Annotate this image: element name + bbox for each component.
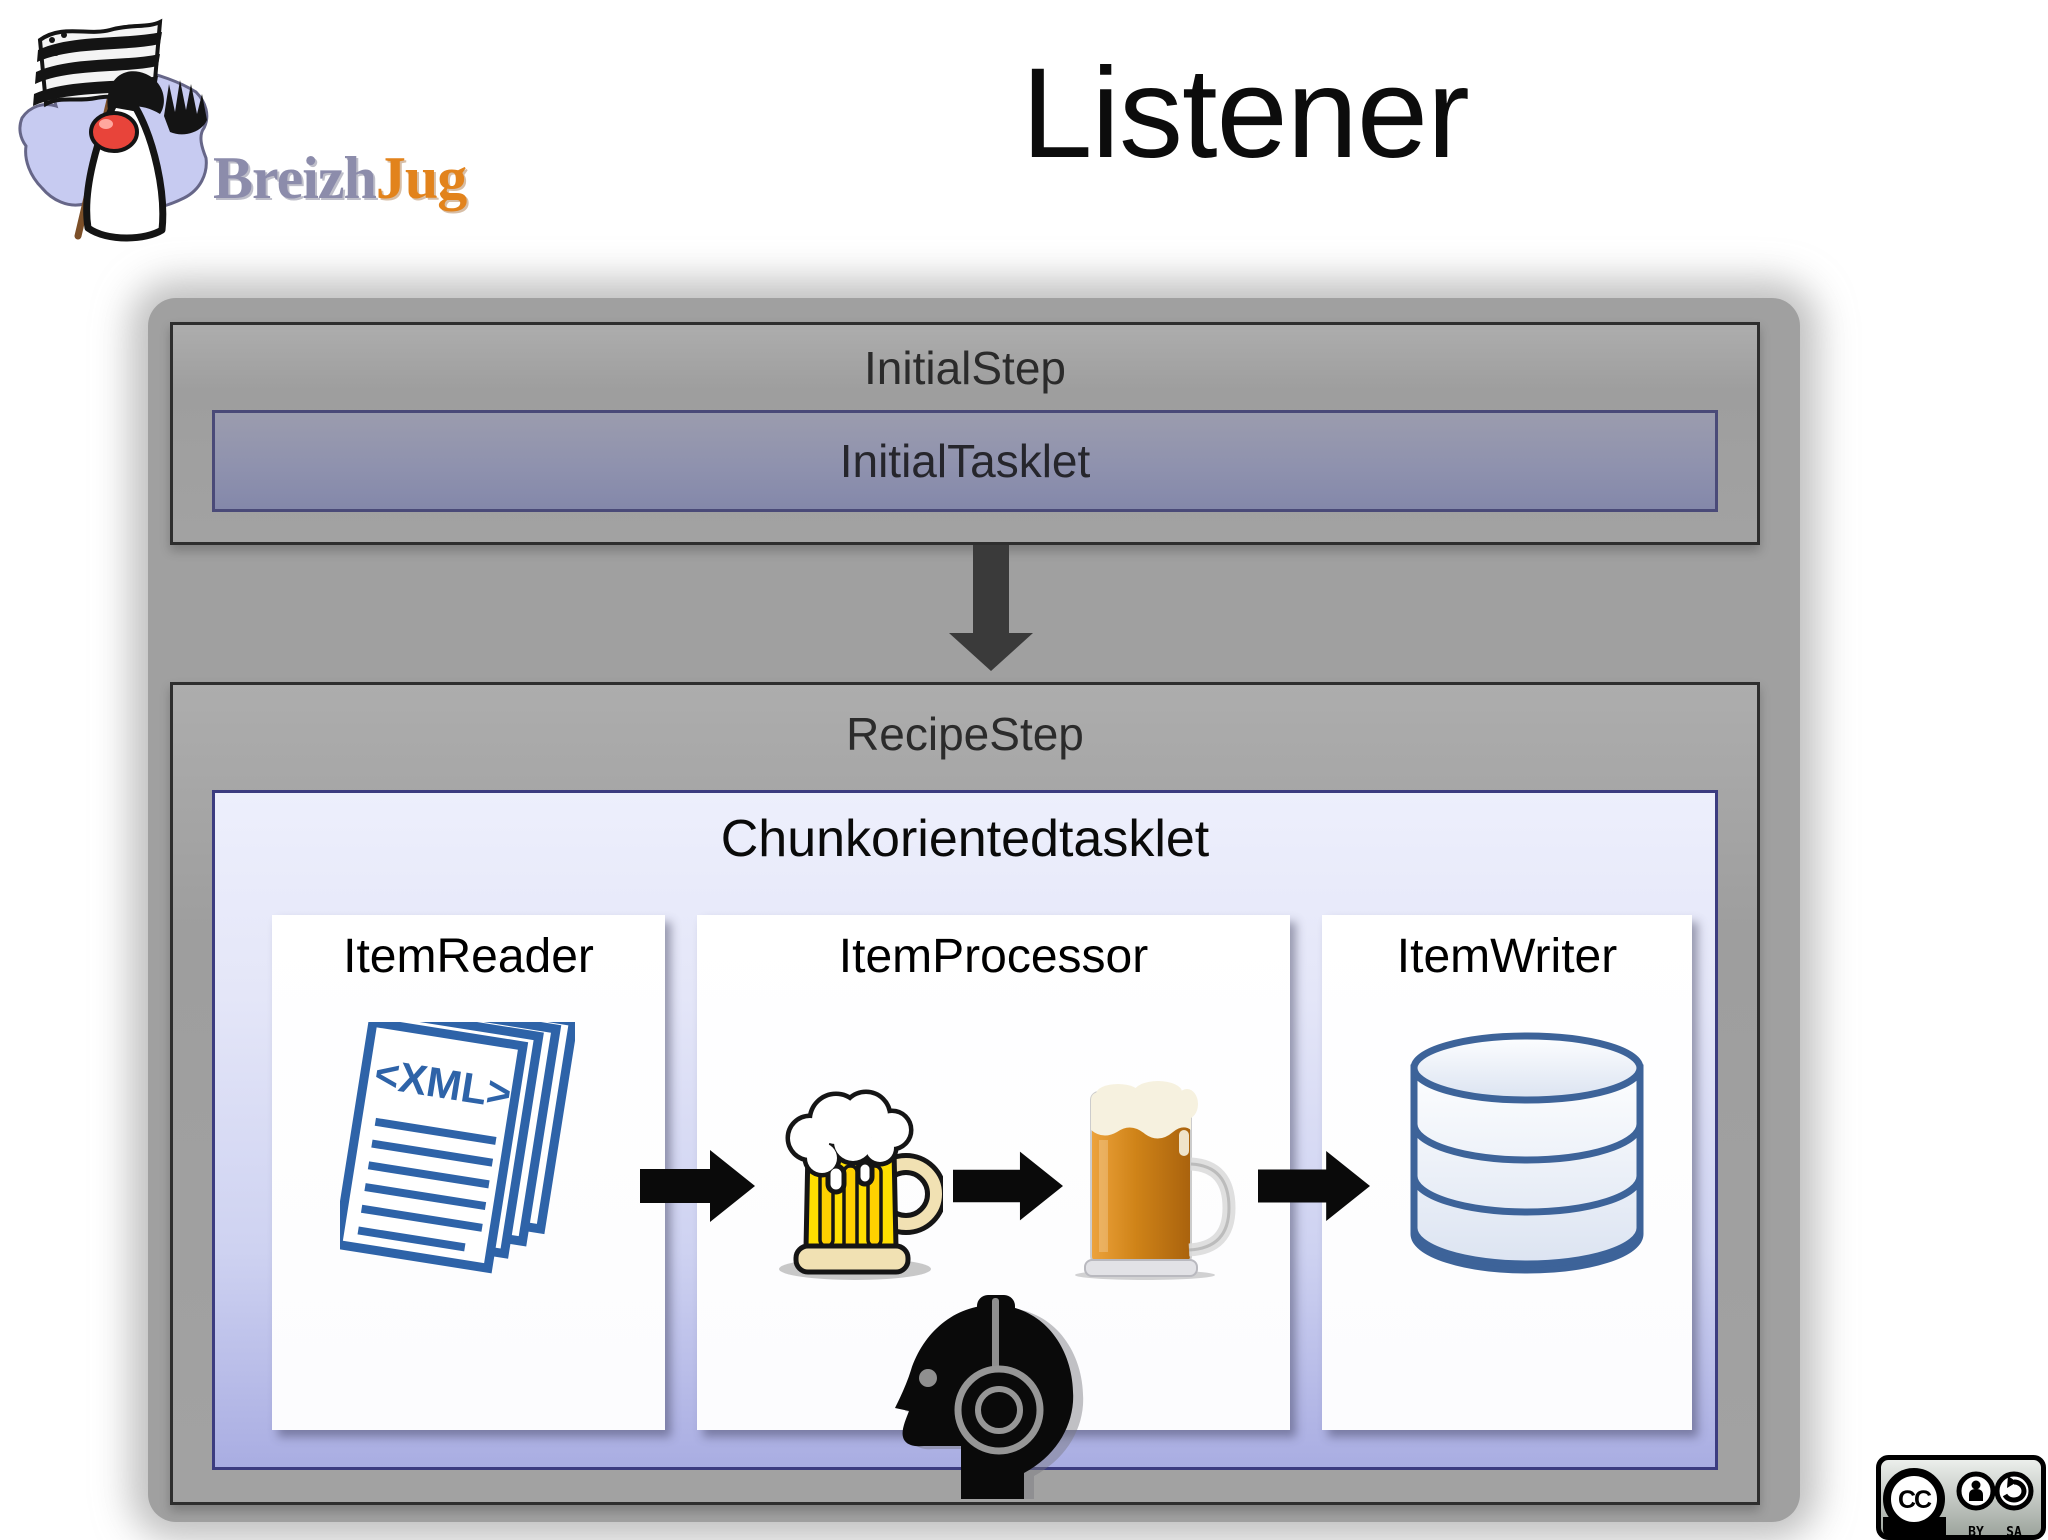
flow-arrow-icon [953, 1151, 1063, 1221]
cc-by-label: BY [1968, 1525, 1984, 1540]
waving-hand-icon [164, 80, 207, 135]
beer-glass-icon [1075, 1081, 1236, 1280]
item-writer-title: ItemWriter [1396, 930, 1618, 983]
cc-license-badge: CC BY SA [1876, 1455, 2046, 1540]
brand-jug: Jug [375, 145, 467, 211]
svg-text:CC: CC [1898, 1486, 1932, 1514]
breizhjug-logo [18, 18, 209, 242]
page-title: Listener [1021, 42, 1469, 185]
database-icon [1410, 1032, 1644, 1274]
duke-mascot-icon [83, 71, 207, 242]
initial-tasklet-box: InitialTasklet [212, 410, 1718, 512]
beer-mug-cartoon-icon [779, 1089, 943, 1280]
chunk-tasklet-label: Chunkorientedtasklet [720, 810, 1210, 868]
cc-icon: CC [1883, 1468, 1945, 1530]
headphones-icon [954, 1295, 1044, 1455]
cc-sa-label: SA [2006, 1525, 2022, 1540]
xml-document-icon: <XML> [340, 1022, 575, 1274]
cc-by-icon [1956, 1471, 1996, 1511]
initial-tasklet-label: InitialTasklet [839, 435, 1091, 487]
listener-headphones-head-icon [895, 1295, 1084, 1499]
cc-sa-icon [1994, 1471, 2034, 1511]
down-arrow-icon [949, 545, 1033, 671]
item-processor-title: ItemProcessor [838, 930, 1149, 983]
flow-arrow-icon [640, 1150, 755, 1222]
brand-name: BreizhJug [213, 145, 467, 211]
item-reader-title: ItemReader [343, 930, 594, 983]
recipe-step-title: RecipeStep [846, 708, 1084, 760]
flow-arrow-icon [1258, 1150, 1370, 1222]
eye-dot [919, 1369, 937, 1387]
initial-step-title: InitialStep [863, 342, 1066, 394]
brand-breizh: Breizh [213, 145, 377, 211]
